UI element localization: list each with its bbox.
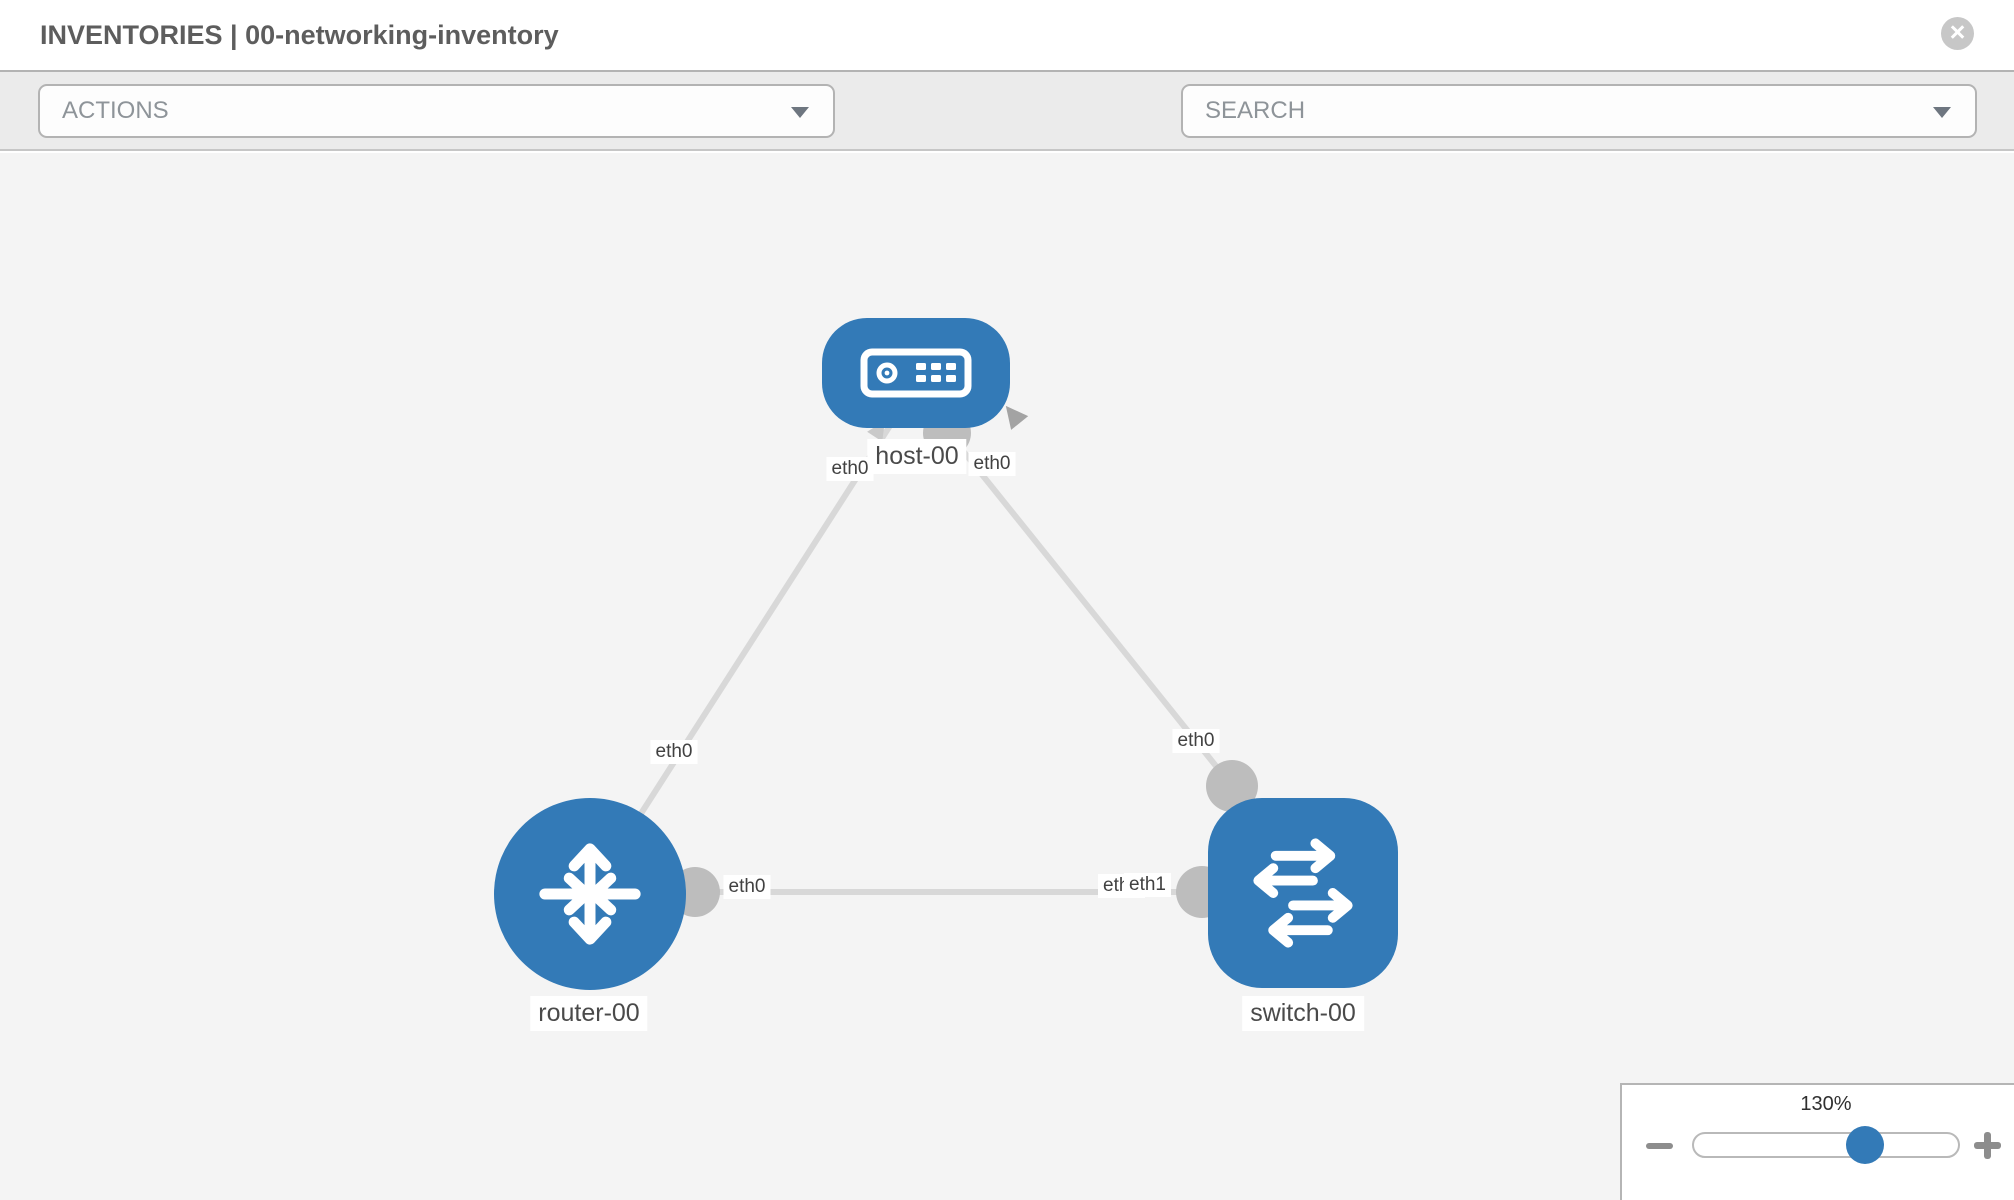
interface-label-router-to-switch: eth0 xyxy=(723,875,771,899)
zoom-panel: 130% xyxy=(1620,1083,2014,1200)
interface-label-switch-to-host: eth0 xyxy=(1172,729,1220,753)
interface-label-host-right: eth0 xyxy=(968,452,1016,476)
host-icon xyxy=(860,348,972,398)
link-arrowhead xyxy=(1005,405,1029,430)
interface-label-host-left: eth0 xyxy=(826,457,874,481)
zoom-slider-track[interactable] xyxy=(1692,1132,1960,1158)
search-dropdown[interactable]: SEARCH xyxy=(1181,84,1977,138)
node-router-00[interactable] xyxy=(494,798,686,990)
zoom-slider-thumb[interactable] xyxy=(1846,1126,1884,1164)
actions-dropdown-label: ACTIONS xyxy=(62,97,169,124)
close-button[interactable]: × xyxy=(1941,17,1974,50)
router-icon xyxy=(539,843,641,945)
node-label-switch: switch-00 xyxy=(1242,996,1364,1031)
node-switch-00[interactable] xyxy=(1208,798,1398,988)
link-host-switch[interactable] xyxy=(944,429,1235,788)
chevron-down-icon xyxy=(791,107,809,118)
plus-icon xyxy=(1984,1132,1991,1159)
chevron-down-icon xyxy=(1933,107,1951,118)
toolbar: ACTIONS SEARCH xyxy=(0,72,2014,204)
links-layer xyxy=(587,405,1258,918)
search-dropdown-label: SEARCH xyxy=(1205,97,1306,124)
zoom-in-button[interactable] xyxy=(1974,1132,2001,1159)
switch-icon xyxy=(1253,838,1353,948)
actions-dropdown[interactable]: ACTIONS xyxy=(38,84,835,138)
close-icon: × xyxy=(1949,17,1966,47)
header-bar: INVENTORIES | 00-networking-inventory × xyxy=(0,0,2014,72)
interface-label-switch-over: eth1 xyxy=(1124,873,1171,897)
node-label-host: host-00 xyxy=(867,439,967,474)
page-title: INVENTORIES | 00-networking-inventory xyxy=(40,20,559,50)
node-host-00[interactable] xyxy=(822,318,1010,428)
interface-label-router-to-host: eth0 xyxy=(650,740,698,764)
zoom-out-button[interactable] xyxy=(1646,1143,1673,1149)
zoom-level: 130% xyxy=(1800,1093,1852,1115)
node-label-router: router-00 xyxy=(530,996,648,1031)
topology-canvas[interactable]: host-00 router-00 switch-00 eth0 eth0 et… xyxy=(0,153,2014,1200)
link-endpoint xyxy=(1206,760,1258,812)
